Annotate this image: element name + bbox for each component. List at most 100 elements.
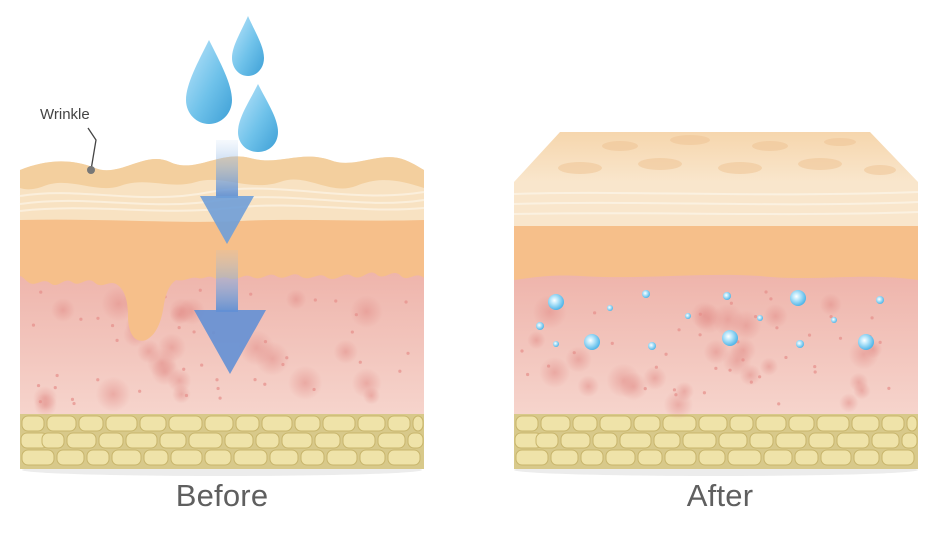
fat-cell xyxy=(698,449,726,466)
hydration-bubble xyxy=(831,317,837,323)
dermis-dot xyxy=(39,290,43,294)
fat-cell xyxy=(105,415,138,432)
fat-cell xyxy=(159,432,187,449)
fat-cell xyxy=(851,415,880,432)
dermis-dot xyxy=(677,328,681,332)
dermis-dot xyxy=(404,300,408,304)
fat-cell xyxy=(836,432,870,449)
dermis-dot xyxy=(253,378,257,382)
fat-cell xyxy=(664,449,697,466)
fat-cell xyxy=(881,415,905,432)
fat-cell xyxy=(139,415,167,432)
fat-cell xyxy=(46,415,77,432)
dermis-dot xyxy=(72,401,76,406)
fat-cell xyxy=(168,415,203,432)
hydration-bubble xyxy=(536,322,544,330)
fat-cell xyxy=(255,432,280,449)
hydration-bubble xyxy=(722,330,738,346)
fat-cell xyxy=(572,415,598,432)
fat-cell xyxy=(188,432,223,449)
dermis-dot xyxy=(520,349,524,353)
dermis-spot xyxy=(169,304,190,325)
fat-cell xyxy=(387,449,421,466)
wrinkle-label: Wrinkle xyxy=(40,106,90,123)
water-drop-top xyxy=(232,16,264,76)
dermis-dot xyxy=(807,333,812,337)
dermis-dot xyxy=(664,352,668,356)
fat-cell xyxy=(41,432,65,449)
dermis-spot xyxy=(619,372,648,401)
after-dermis-spots xyxy=(520,290,891,420)
hydration-bubble xyxy=(723,292,731,300)
dermis-dot xyxy=(138,389,142,393)
dermis-spot xyxy=(33,386,58,411)
dermis-dot xyxy=(218,396,222,400)
after-orange-layer xyxy=(514,224,918,280)
dermis-dot xyxy=(285,356,289,360)
fat-cell xyxy=(21,415,45,432)
dermis-spot xyxy=(539,356,571,388)
dermis-dot xyxy=(741,358,745,362)
hydration-bubble xyxy=(858,334,874,350)
dermis-dot xyxy=(593,311,597,315)
dermis-spot xyxy=(642,366,667,390)
fat-cell xyxy=(580,449,604,466)
fat-cell xyxy=(326,449,358,466)
dermis-dot xyxy=(698,333,702,337)
dermis-dot xyxy=(70,397,75,401)
fat-cell xyxy=(56,449,85,466)
dermis-dot xyxy=(546,364,551,368)
fat-cell xyxy=(66,432,97,449)
before-fat-layer xyxy=(20,413,424,469)
fat-cell xyxy=(407,432,424,449)
fat-cell xyxy=(357,415,386,432)
fat-cell xyxy=(619,432,652,449)
fat-cell xyxy=(775,432,807,449)
dermis-spot xyxy=(333,339,358,365)
dermis-spot xyxy=(137,339,161,364)
wrinkle-marker xyxy=(87,166,95,174)
before-dermis-spots xyxy=(31,286,410,417)
dermis-dot xyxy=(674,393,678,397)
dermis-spot xyxy=(703,339,729,365)
fat-cell xyxy=(515,449,549,466)
fat-cell xyxy=(125,432,158,449)
dermis-dot xyxy=(714,366,718,370)
dermis-dot xyxy=(813,364,817,369)
fat-cell xyxy=(224,432,254,449)
fat-cell xyxy=(281,432,313,449)
dermis-dot xyxy=(702,391,707,395)
dermis-dot xyxy=(312,387,316,392)
dermis-dot xyxy=(96,316,100,320)
dermis-spot xyxy=(763,303,788,329)
dermis-dot xyxy=(758,375,762,379)
fat-cell xyxy=(637,449,663,466)
dermis-dot xyxy=(729,301,733,305)
dermis-dot xyxy=(775,326,779,330)
fat-cell xyxy=(906,415,918,432)
fat-cell xyxy=(820,449,852,466)
dermis-dot xyxy=(610,341,614,345)
dermis-dot xyxy=(198,288,202,292)
dermis-spot xyxy=(849,372,869,392)
fat-cell xyxy=(729,415,754,432)
fat-cell xyxy=(535,432,559,449)
dermis-dot xyxy=(182,367,186,371)
fat-cell xyxy=(788,415,815,432)
fat-cell xyxy=(871,432,900,449)
dermis-dot xyxy=(96,378,100,382)
dermis-dot xyxy=(753,315,758,319)
dermis-dot xyxy=(53,386,57,390)
after-skin-block xyxy=(513,132,919,476)
dermis-dot xyxy=(654,365,658,369)
fat-cell xyxy=(170,449,203,466)
dermis-dot xyxy=(313,298,317,302)
fat-cell xyxy=(749,432,774,449)
hydration-bubble xyxy=(757,315,763,321)
hydration-bubble xyxy=(553,341,559,347)
dermis-dot xyxy=(192,330,196,334)
hydration-bubble xyxy=(607,305,613,311)
dermis-dot xyxy=(200,363,204,367)
dermis-dot xyxy=(829,314,833,319)
dermis-dot xyxy=(31,323,36,327)
